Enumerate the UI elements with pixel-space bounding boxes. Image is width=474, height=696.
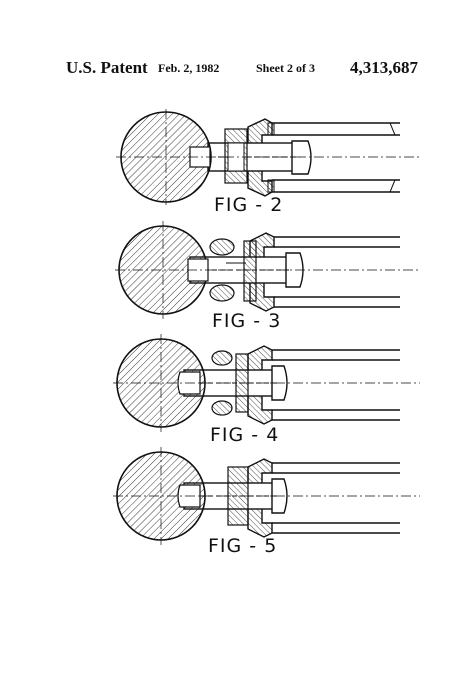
figure-2-drawing [116,109,420,205]
figure-5: FIG - 5 [0,445,474,575]
figure-3: FIG - 3 [0,211,474,341]
patent-date: Feb. 2, 1982 [158,61,220,75]
figure-5-label: FIG - 5 [208,535,278,557]
patent-number: 4,313,687 [350,58,418,77]
figure-5-drawing [113,447,420,545]
figure-4: FIG - 4 [0,330,474,460]
patent-header: U.S. Patent Feb. 2, 1982 Sheet 2 of 3 4,… [0,58,474,82]
figure-2: FIG - 2 [0,95,474,225]
sheet-number: Sheet 2 of 3 [256,61,315,75]
patent-office-title: U.S. Patent [66,58,148,77]
figure-4-drawing [113,334,420,432]
figure-3-drawing [115,221,420,319]
figure-3-label: FIG - 3 [212,310,282,332]
figure-4-label: FIG - 4 [210,424,280,446]
figure-2-label: FIG - 2 [214,194,284,216]
